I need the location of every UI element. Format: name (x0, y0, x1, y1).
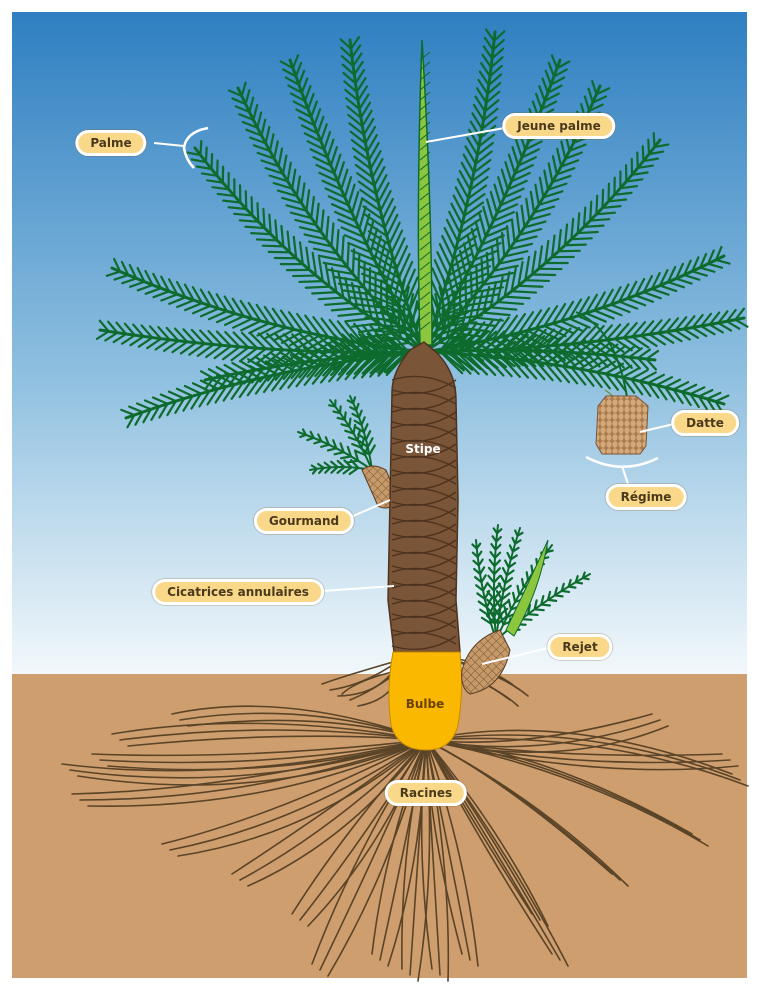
trunk (388, 342, 460, 652)
label-datte: Datte (671, 410, 739, 436)
label-stipe: Stipe (405, 442, 440, 456)
label-cicatrices-annulaires: Cicatrices annulaires (152, 579, 324, 605)
label-jeune-palme: Jeune palme (502, 113, 615, 139)
label-racines: Racines (385, 780, 467, 806)
label-regime: Régime (606, 484, 687, 510)
label-gourmand: Gourmand (254, 508, 354, 534)
label-palme: Palme (75, 130, 146, 156)
soil (12, 674, 747, 978)
label-rejet: Rejet (547, 634, 612, 660)
label-bulbe: Bulbe (406, 697, 445, 711)
